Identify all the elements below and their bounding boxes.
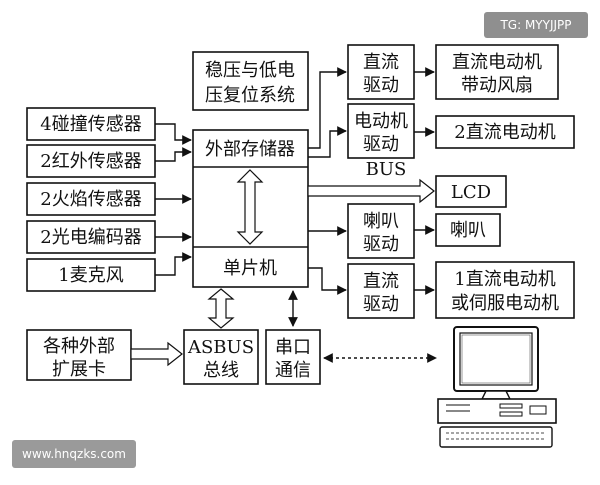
motor2-box: 2直流电动机 [435,115,575,149]
svg-text:1直流电动机: 1直流电动机 [454,269,555,290]
arrow-collision [155,123,192,145]
svg-text:LCD: LCD [451,182,491,203]
svg-text:电动机: 电动机 [354,111,408,132]
driver-dc-servo: 直流 驱动 [347,263,415,319]
arrow-to-dc-fan-driver [308,67,347,149]
svg-text:驱动: 驱动 [363,134,399,155]
sensor-encoder: 2光电编码器 [26,220,156,254]
driver-dc-fan: 直流 驱动 [347,44,415,100]
svg-text:喇叭: 喇叭 [450,220,486,241]
svg-text:ASBUS: ASBUS [187,337,254,358]
internal-bus-arrow [236,169,264,245]
svg-text:稳压与低电: 稳压与低电 [205,60,295,81]
svg-text:驱动: 驱动 [363,294,399,315]
arrow-to-motor-driver [308,126,347,158]
asbus-box: ASBUS 总线 [183,329,259,385]
servo-motor: 1直流电动机 或伺服电动机 [435,261,575,319]
svg-text:串口: 串口 [275,337,311,358]
svg-text:直流: 直流 [363,271,399,292]
serial-box: 串口 通信 [265,329,321,385]
svg-text:各种外部: 各种外部 [43,336,115,357]
svg-text:驱动: 驱动 [363,234,399,255]
computer-icon [437,326,557,448]
external-memory-label: 外部存储器 [205,139,295,160]
bus-arrow [307,178,435,204]
sensor-infrared: 2红外传感器 [26,144,156,178]
mcu-label: 单片机 [223,258,277,279]
svg-text:2火焰传感器: 2火焰传感器 [40,189,141,210]
sensor-flame: 2火焰传感器 [26,182,156,216]
svg-text:直流电动机: 直流电动机 [452,52,542,73]
asbus-mcu-arrow [207,288,235,329]
svg-text:带动风扇: 带动风扇 [461,75,533,96]
watermark-bottom: www.hnqzks.com [12,440,136,468]
svg-text:2红外传感器: 2红外传感器 [40,151,141,172]
expansion-cards-box: 各种外部 扩展卡 [26,329,132,381]
svg-text:驱动: 驱动 [363,75,399,96]
svg-text:喇叭: 喇叭 [363,211,399,232]
power-reset-box: 稳压与低电 压复位系统 [192,51,309,111]
arrow-microphone [155,252,192,276]
fan-motor: 直流电动机 带动风扇 [435,44,559,100]
horn-box: 喇叭 [435,213,501,247]
svg-text:2直流电动机: 2直流电动机 [454,122,555,143]
sensor-collision: 4碰撞传感器 [26,107,156,141]
bus-label: BUS [366,159,407,180]
sensor-microphone: 1麦克风 [26,258,156,292]
lcd-box: LCD [435,175,507,208]
main-controller-block: 外部存储器 单片机 [192,129,309,288]
svg-text:扩展卡: 扩展卡 [52,359,106,380]
driver-horn: 喇叭 驱动 [347,203,415,259]
watermark-top: TG: MYYJJPP [484,12,588,38]
driver-motor: 电动机 驱动 [347,103,415,159]
svg-text:1麦克风: 1麦克风 [58,265,123,286]
svg-text:总线: 总线 [203,360,239,381]
svg-text:通信: 通信 [275,360,311,381]
expansion-arrow [130,341,183,367]
svg-text:直流: 直流 [363,52,399,73]
svg-text:4碰撞传感器: 4碰撞传感器 [40,114,141,135]
arrow-to-servo-driver [308,267,347,295]
svg-text:或伺服电动机: 或伺服电动机 [451,293,559,314]
arrow-infrared [155,147,192,162]
svg-text:2光电编码器: 2光电编码器 [40,227,141,248]
svg-text:压复位系统: 压复位系统 [205,85,295,106]
